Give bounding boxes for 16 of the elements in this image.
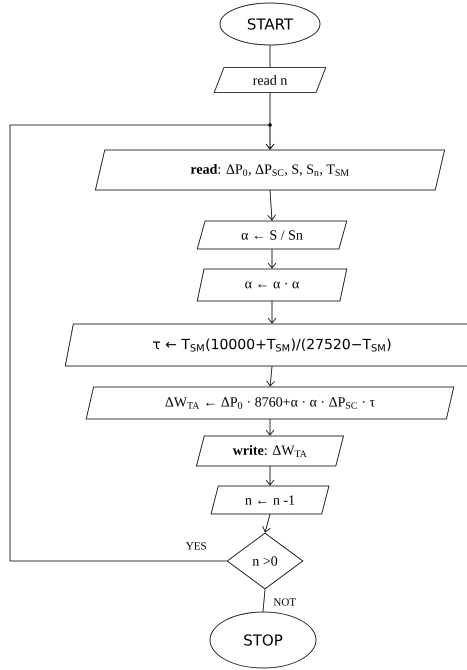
arrow [10,124,274,562]
edge-label: NOT [274,598,296,606]
arrow [268,301,276,324]
arrow [266,419,274,436]
io-parallelogram: α ← α · α [196,268,348,302]
arrow [268,249,276,269]
arrow [266,366,275,387]
arrow [267,190,276,221]
io-parallelogram: α ← S / Sn [196,220,348,250]
io-parallelogram: τ ← T$_{SM}$(10000+T$_{SM}$)/(27520−T$_{SM}$) [64,324,467,366]
arrow [266,466,274,486]
arrow [262,514,271,533]
io-parallelogram: ΔW$_{TA}$ ← ΔP$_{0}$ · 8760+α · α · ΔP$_{SC}$ · τ [86,386,454,420]
io-parallelogram: n ← n -1 [210,486,330,514]
io-parallelogram: read n [214,67,326,93]
edge-label: YES [186,542,206,550]
